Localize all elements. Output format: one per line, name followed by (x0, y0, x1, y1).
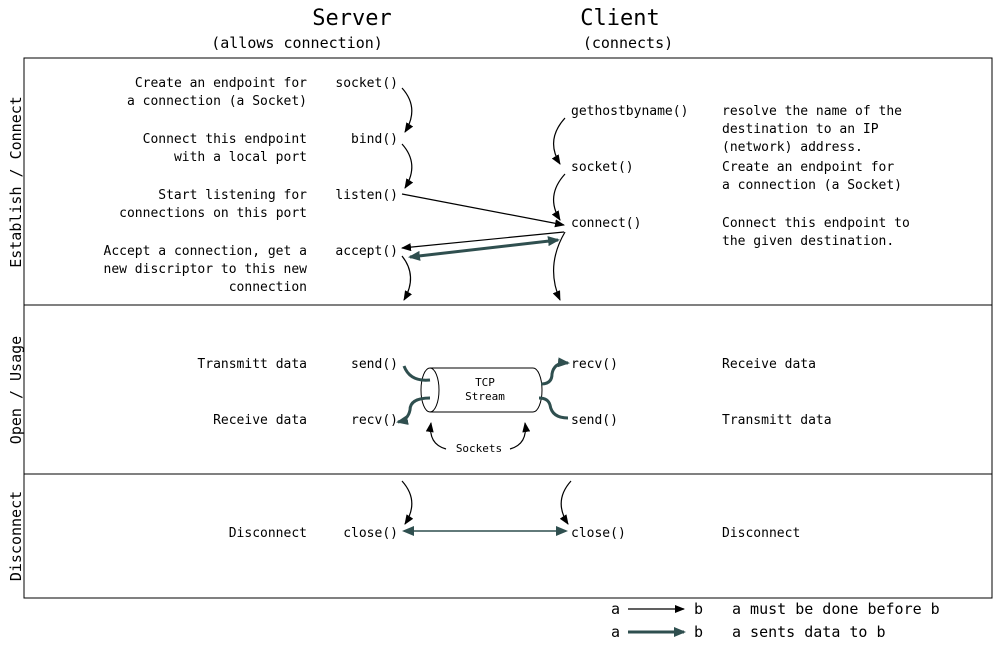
client-gethost-to-socket-arrow (551, 117, 566, 165)
client-send-desc: Transmitt data (722, 413, 832, 428)
client-socket-to-connect-arrow (551, 173, 566, 221)
client-close-order-arrow (559, 480, 572, 525)
tcp-stream-line-1: TCP (475, 376, 495, 389)
server-bind-to-listen-arrow (401, 143, 414, 189)
disconnect-label: Disconnect (7, 491, 25, 581)
server-bind-call: bind() (351, 132, 398, 147)
client-close-desc: Disconnect (722, 526, 800, 541)
client-send-data-arrow (538, 396, 569, 420)
disconnect-section (23, 473, 993, 599)
server-accept-desc-3: connection (229, 280, 307, 295)
client-connect-next-arrow (552, 231, 566, 301)
legend-order-b: b (694, 600, 703, 618)
server-title: Server (312, 6, 391, 31)
server-socket-desc-2: a connection (a Socket) (127, 94, 307, 109)
client-recv-call: recv() (571, 357, 618, 372)
server-subtitle: (allows connection) (211, 34, 383, 52)
server-recv-data-arrow (396, 396, 431, 425)
legend-data-a: a (611, 623, 620, 641)
server-socket-to-bind-arrow (401, 87, 414, 133)
listen-to-connect-arrow (401, 193, 565, 228)
server-accept-next-arrow (401, 255, 412, 301)
server-listen-call: listen() (335, 188, 398, 203)
client-gethostbyname-desc-1: resolve the name of the (722, 104, 902, 119)
client-send-call: send() (571, 413, 618, 428)
client-close-call: close() (571, 526, 626, 541)
client-recv-data-arrow (540, 357, 570, 386)
server-send-data-arrow (402, 365, 431, 382)
server-close-desc: Disconnect (229, 526, 307, 541)
client-connect-desc-1: Connect this endpoint to (722, 216, 910, 231)
client-socket-desc-1: Create an endpoint for (722, 160, 894, 175)
client-title: Client (580, 6, 659, 31)
handshake-data-arrow (408, 236, 560, 261)
establish-label: Establish / Connect (7, 96, 25, 268)
server-send-call: send() (351, 357, 398, 372)
client-gethostbyname-call: gethostbyname() (571, 104, 688, 119)
server-listen-desc-1: Start listening for (158, 188, 307, 203)
legend-order-a: a (611, 600, 620, 618)
server-accept-desc-1: Accept a connection, get a (104, 244, 308, 259)
client-subtitle: (connects) (583, 34, 673, 52)
sockets-right-pointer (509, 422, 531, 450)
legend-data-b: b (694, 623, 703, 641)
server-close-order-arrow (401, 480, 414, 525)
server-bind-desc-2: with a local port (174, 150, 307, 165)
server-close-call: close() (343, 526, 398, 541)
open-label: Open / Usage (7, 336, 25, 444)
legend-order-text: a must be done before b (732, 600, 940, 618)
client-connect-desc-2: the given destination. (722, 234, 894, 249)
client-socket-call: socket() (571, 160, 634, 175)
client-socket-desc-2: a connection (a Socket) (722, 178, 902, 193)
tcp-stream-cylinder (420, 367, 543, 413)
server-recv-call: recv() (351, 413, 398, 428)
server-bind-desc-1: Connect this endpoint (143, 132, 307, 147)
connect-to-accept-arrow (401, 231, 565, 252)
sockets-left-pointer (425, 422, 447, 450)
sockets-label: Sockets (456, 442, 502, 455)
client-gethostbyname-desc-3: (network) address. (722, 140, 863, 155)
server-send-desc: Transmitt data (197, 357, 307, 372)
tcp-stream-line-2: Stream (465, 390, 505, 403)
server-recv-desc: Receive data (213, 413, 307, 428)
client-connect-call: connect() (571, 216, 641, 231)
server-accept-desc-2: new discriptor to this new (104, 262, 308, 277)
client-gethostbyname-desc-2: destination to an IP (722, 122, 879, 137)
server-socket-desc-1: Create an endpoint for (135, 76, 307, 91)
server-accept-call: accept() (335, 244, 398, 259)
client-recv-desc: Receive data (722, 357, 816, 372)
legend-data-text: a sents data to b (732, 623, 886, 641)
server-listen-desc-2: connections on this port (119, 206, 307, 221)
server-socket-call: socket() (335, 76, 398, 91)
